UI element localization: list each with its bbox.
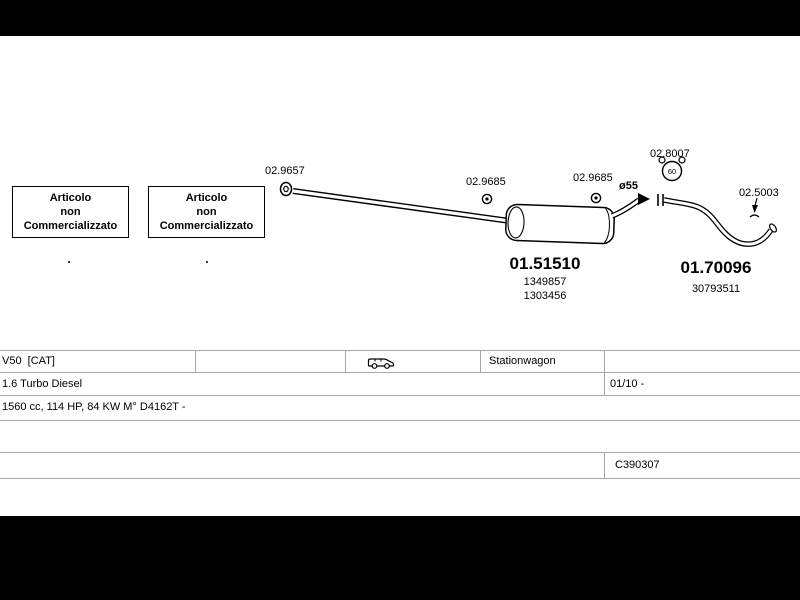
muffler-outlet-pipe <box>610 193 650 219</box>
tailpipe-flange <box>657 194 664 206</box>
box2-line1: Articolo <box>185 192 228 204</box>
table-hline <box>0 420 800 421</box>
tail-gasket-label: 02.5003 <box>739 187 779 199</box>
table-hline <box>0 350 800 351</box>
front-gasket-icon <box>279 181 293 197</box>
muffler-body <box>505 203 615 245</box>
vehicle-engine: 1.6 Turbo Diesel <box>2 378 83 390</box>
table-vline <box>195 350 196 372</box>
box1-line2: non <box>60 206 81 218</box>
muffler-oe-ref-1: 1349857 <box>523 276 567 288</box>
muffler-oe-ref-2: 1303456 <box>523 290 567 302</box>
vehicle-model: V50 [CAT] <box>2 355 55 367</box>
tailpipe-part-number: 01.70096 <box>680 258 752 277</box>
box2-line3: Commercializzato <box>159 220 254 232</box>
rear-hanger-label: 02.9685 <box>573 172 613 184</box>
bracket-label: 02.8007 <box>650 148 690 160</box>
not-commercialized-box-1: Articolo non Commercializzato <box>12 186 129 238</box>
connection-arrow-icon <box>638 193 650 205</box>
rear-hanger-icon <box>590 192 602 204</box>
pipe-diameter-label: ø55 <box>619 180 638 192</box>
front-pipe <box>292 188 511 224</box>
table-hline <box>0 478 800 479</box>
vehicle-build-period: 01/10 - <box>610 378 645 390</box>
table-hline <box>0 452 800 453</box>
table-hline <box>0 372 800 373</box>
artifact-dot-2 <box>206 261 208 263</box>
table-vline <box>480 350 481 372</box>
box2-line2: non <box>196 206 217 218</box>
box1-line1: Articolo <box>49 192 92 204</box>
exhaust-system-drawing: 60 <box>279 156 777 247</box>
muffler-part-number: 01.51510 <box>509 254 581 273</box>
mid-hanger-label: 02.9685 <box>466 176 506 188</box>
table-vline <box>604 452 605 478</box>
tail-gasket-leader <box>749 197 760 218</box>
not-commercialized-box-2: Articolo non Commercializzato <box>148 186 265 238</box>
box1-line3: Commercializzato <box>23 220 118 232</box>
tailpipe-oe-ref-1: 30793511 <box>691 283 741 295</box>
page-background <box>0 36 800 516</box>
tailpipe <box>663 197 777 247</box>
vehicle-body-type: Stationwagon <box>489 355 556 367</box>
stationwagon-icon <box>367 358 395 369</box>
front-gasket-label: 02.9657 <box>265 165 305 177</box>
mid-hanger-icon <box>481 193 493 205</box>
table-hline <box>0 395 800 396</box>
mounting-bracket-icon: 60 <box>658 156 686 182</box>
table-vline <box>604 350 605 372</box>
bracket-size-text: 60 <box>668 167 676 176</box>
vehicle-engine-specs: 1560 cc, 114 HP, 84 KW M° D4162T - <box>2 401 186 413</box>
artifact-dot-1 <box>68 261 70 263</box>
table-vline <box>604 372 605 395</box>
table-vline <box>345 350 346 372</box>
catalog-code: C390307 <box>615 459 660 471</box>
